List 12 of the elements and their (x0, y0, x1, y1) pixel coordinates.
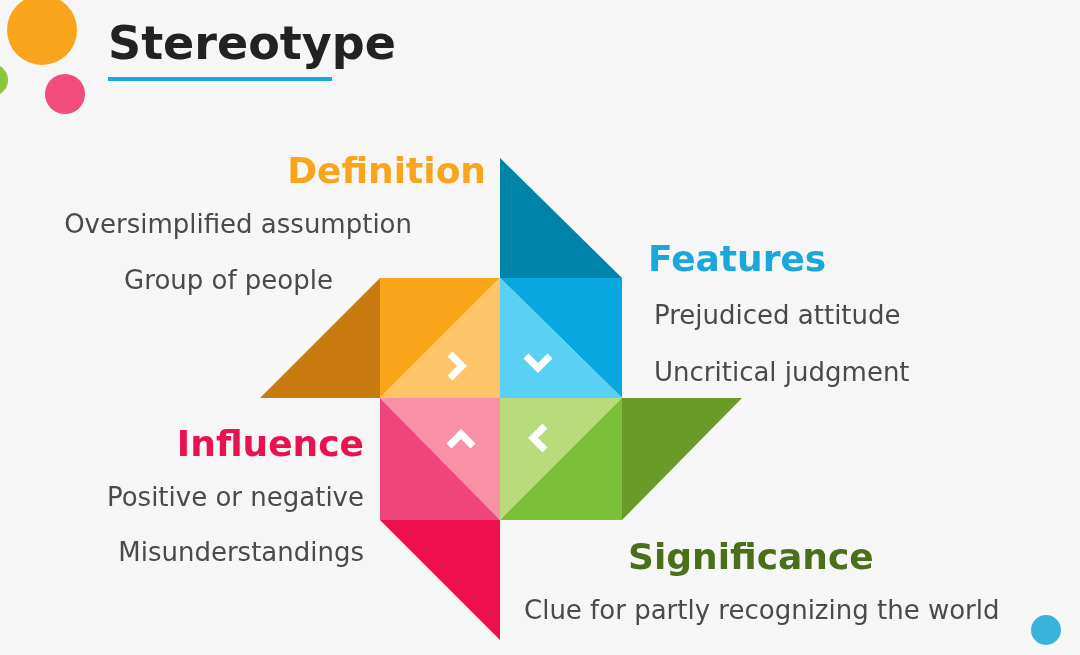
section-text: Group of people (124, 266, 333, 296)
section-text: Oversimplified assumption (64, 210, 412, 240)
section-heading: Significance (628, 536, 874, 578)
section-text: Uncritical judgment (654, 358, 910, 388)
section-heading: Influence (176, 423, 364, 465)
slide-title: Stereotype (108, 16, 396, 70)
section-text: Prejudiced attitude (654, 301, 901, 331)
section-text: Positive or negative (106, 483, 364, 513)
section-heading: Definition (287, 150, 486, 192)
section-heading: Features (648, 238, 827, 280)
section-text: Misunderstandings (118, 538, 364, 568)
section-text: Clue for partly recognizing the world (524, 596, 1000, 626)
